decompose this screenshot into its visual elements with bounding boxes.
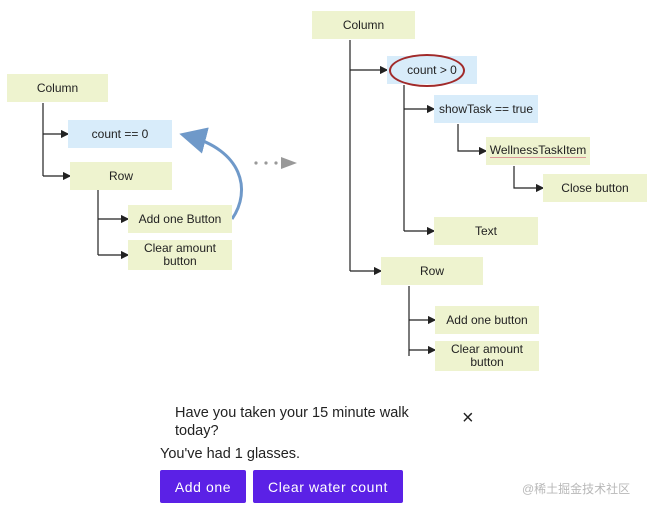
left-add-button-node: Add one Button: [128, 205, 232, 233]
left-condition-node: count == 0: [68, 120, 172, 148]
right-connector-wellness: [457, 124, 488, 156]
transition-arrow: [254, 157, 297, 169]
right-showtask-node: showTask == true: [434, 95, 538, 123]
right-column-node: Column: [312, 11, 415, 39]
walk-prompt-text: Have you taken your 15 minute walk today…: [175, 405, 409, 439]
compose-tree-diagram: Column count == 0 Row Add one Button Cle…: [7, 11, 647, 371]
right-add-button-node: Add one button: [435, 306, 539, 334]
add-one-button[interactable]: Add one: [160, 470, 246, 503]
right-clear-button-line1: Clear amount: [450, 342, 524, 356]
left-clear-button-line1: Clear amount: [143, 241, 217, 255]
recomposition-arrow: [179, 127, 243, 220]
right-row-node: Row: [381, 257, 483, 285]
left-row-node: Row: [70, 162, 172, 190]
glasses-count-text: You've had 1 glasses.: [160, 446, 301, 462]
right-connector-close: [513, 166, 545, 193]
right-text-node: Text: [434, 217, 538, 245]
app-preview: Have you taken your 15 minute walk today…: [0, 390, 661, 511]
watermark: @稀土掘金技术社区: [522, 482, 631, 496]
close-icon[interactable]: ×: [462, 407, 474, 429]
right-clear-button-node: Clear amount button: [435, 341, 539, 371]
diagram-connectors: [42, 40, 545, 356]
right-clear-button-line2: button: [470, 355, 504, 369]
highlight-oval: [389, 54, 465, 87]
left-clear-button-node: Clear amount button: [128, 240, 232, 270]
left-clear-button-line2: button: [163, 254, 197, 268]
wellness-item-label: WellnessTaskItem: [489, 143, 587, 158]
right-close-button-node: Close button: [543, 174, 647, 202]
right-wellness-item-node: WellnessTaskItem: [486, 137, 590, 165]
left-column-node: Column: [7, 74, 108, 102]
clear-water-count-button[interactable]: Clear water count: [253, 470, 403, 503]
